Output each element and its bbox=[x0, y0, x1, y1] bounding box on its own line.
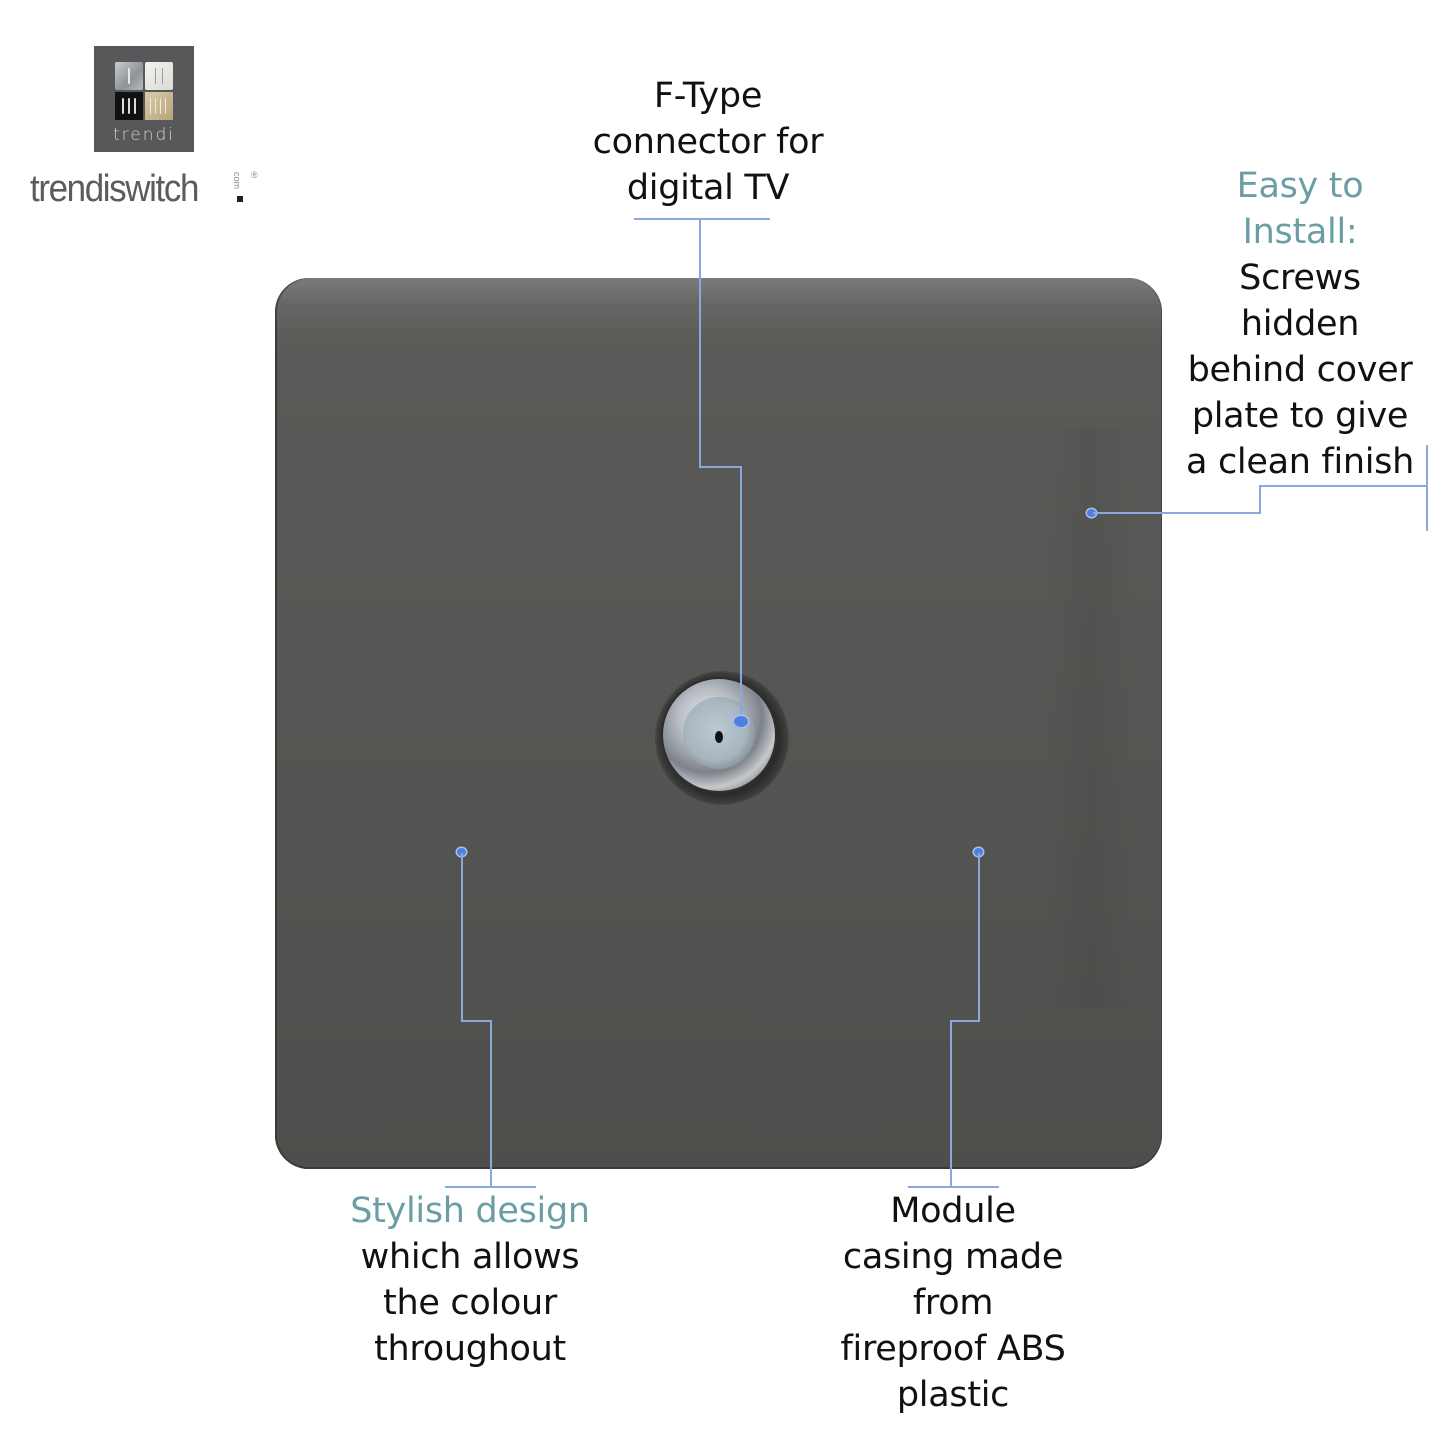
callout-install-heading: Easy to bbox=[1236, 166, 1364, 206]
callout-install-line: hidden bbox=[1240, 304, 1360, 344]
brand-name: trendiswitch bbox=[30, 168, 199, 210]
callout-install-line: behind cover bbox=[1187, 350, 1413, 390]
callout-module-line: from bbox=[912, 1283, 994, 1323]
logo-word: trendi bbox=[112, 125, 176, 145]
callout-install-heading: Install: bbox=[1242, 212, 1358, 252]
callout-module: Module casing made from fireproof ABS pl… bbox=[803, 1188, 1103, 1418]
connector-pin-hole bbox=[715, 731, 723, 743]
logo-tile-gold bbox=[145, 92, 173, 120]
plate-sheen bbox=[275, 278, 1162, 338]
callout-install: Easy to Install: Screws hidden behind co… bbox=[1160, 163, 1440, 485]
callout-ftype-line: connector for bbox=[592, 122, 824, 162]
callout-module-line: fireproof ABS bbox=[840, 1329, 1066, 1369]
callout-ftype-line: F-Type bbox=[653, 76, 763, 116]
brand-com-suffix: com bbox=[232, 172, 242, 190]
leader-dot-stylish bbox=[457, 848, 466, 856]
callout-ftype: F-Type connector for digital TV bbox=[558, 73, 858, 211]
callout-module-line: Module bbox=[890, 1191, 1016, 1231]
callout-stylish-heading: Stylish design bbox=[350, 1191, 590, 1231]
callout-install-line: a clean finish bbox=[1186, 442, 1414, 482]
registered-mark: ® bbox=[251, 170, 258, 180]
plate-shade bbox=[1045, 428, 1135, 1008]
logo-tile-white bbox=[145, 62, 173, 90]
tv-socket-plate bbox=[275, 278, 1162, 1169]
callout-ftype-line: digital TV bbox=[626, 168, 790, 208]
callout-module-line: plastic bbox=[896, 1375, 1010, 1415]
callout-stylish-line: throughout bbox=[374, 1329, 566, 1369]
callout-stylish-line: the colour bbox=[383, 1283, 557, 1323]
callout-module-line: casing made bbox=[842, 1237, 1064, 1277]
callout-install-line: Screws bbox=[1239, 258, 1361, 298]
logo-tile-silver bbox=[115, 62, 143, 90]
leader-dot-install bbox=[1087, 509, 1096, 517]
leader-dot-module bbox=[974, 848, 983, 856]
callout-stylish-line: which allows bbox=[360, 1237, 580, 1277]
logo-tile-black bbox=[115, 92, 143, 120]
callout-stylish: Stylish design which allows the colour t… bbox=[320, 1188, 620, 1372]
callout-install-line: plate to give bbox=[1191, 396, 1409, 436]
brand-dot bbox=[237, 196, 243, 202]
leader-dot-ftype bbox=[734, 716, 748, 727]
brand-logo: trendi bbox=[94, 46, 194, 152]
